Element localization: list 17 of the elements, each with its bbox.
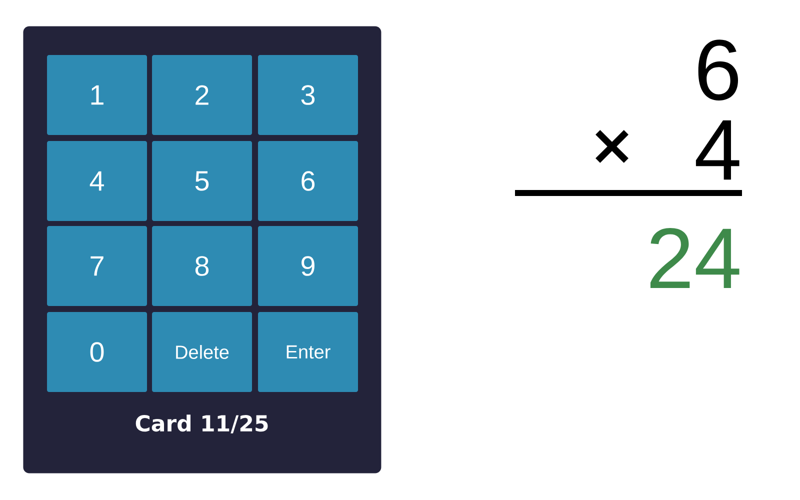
keypad-key: 0	[47, 312, 147, 392]
card-counter: Card 11/25	[136, 414, 268, 434]
keypad-key: 1	[47, 55, 147, 135]
multiplicand: 6	[698, 40, 738, 100]
keypad-key: 8	[152, 226, 252, 306]
times-sign: ×	[596, 130, 628, 163]
multiplier: 4	[696, 120, 740, 180]
keypad-key: 7	[47, 226, 147, 306]
keypad-key: 3	[258, 55, 358, 135]
answer: 24	[650, 228, 740, 288]
keypad-key: 5	[152, 141, 252, 221]
keypad-key: 6	[258, 141, 358, 221]
keypad-key: Delete	[152, 312, 252, 392]
keypad-key: 9	[258, 226, 358, 306]
keypad-key: Enter	[258, 312, 358, 392]
keypad-key: 4	[47, 141, 147, 221]
keypad-key: 2	[152, 55, 252, 135]
